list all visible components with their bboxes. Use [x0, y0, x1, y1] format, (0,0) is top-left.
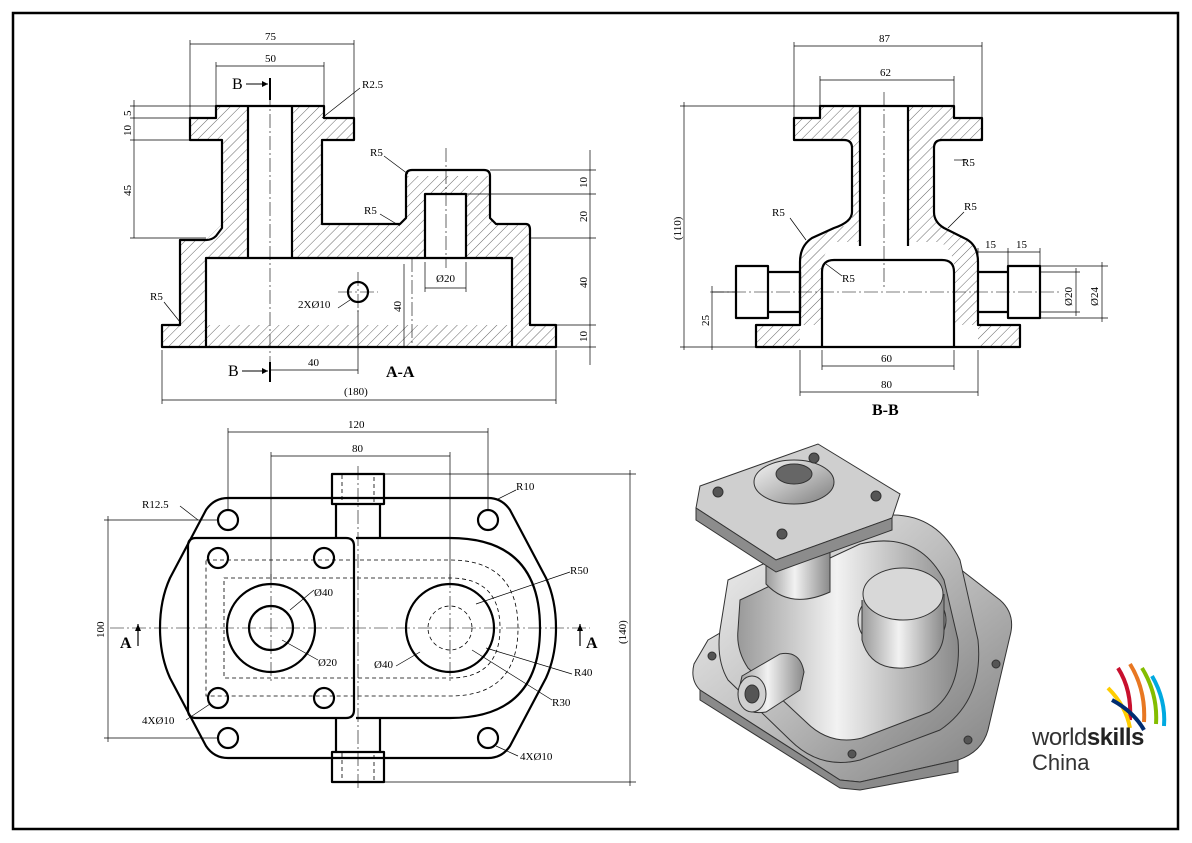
cut-label-a-right: A: [586, 635, 598, 652]
dim-r10: R10: [516, 481, 535, 493]
dim-100: 100: [95, 621, 107, 638]
cut-label-b-bottom: B: [228, 363, 239, 380]
dim-r30: R30: [552, 697, 571, 709]
section-bb-title: B-B: [872, 402, 899, 419]
dim-62: 62: [880, 67, 891, 79]
dim-r40: R40: [574, 667, 593, 679]
dim-dia24: Ø24: [1089, 287, 1101, 306]
dim-140: (140): [617, 620, 629, 644]
dim-40-horiz: 40: [308, 357, 320, 369]
worldskills-logo-mark: [1106, 662, 1167, 732]
dim-5: 5: [122, 110, 134, 116]
dim-10: 10: [122, 125, 134, 137]
dim-40-vert: 40: [392, 301, 404, 313]
logo-world-text: world: [1032, 724, 1087, 751]
dim-r2-5: R2.5: [362, 79, 384, 91]
dim-120: 120: [348, 419, 365, 431]
dim-dia40-a: Ø40: [314, 587, 333, 599]
dim-10-right-bot: 10: [578, 331, 590, 343]
dim-dia20-top: Ø20: [318, 657, 337, 669]
dim-15-b: 15: [1016, 239, 1028, 251]
logo-country: China: [1032, 750, 1090, 775]
dim-dia20: Ø20: [436, 273, 455, 285]
cut-label-b-top: B: [232, 76, 243, 93]
dim-r5-c: R5: [772, 207, 785, 219]
top-view: 120 80 R10 R12.5 100 Ø40 Ø20 R50 Ø40 R40…: [95, 419, 636, 790]
logo-skills-text: skills: [1086, 724, 1145, 751]
dim-holes-right: 4XØ10: [520, 751, 553, 763]
dim-45: 45: [122, 185, 134, 197]
dim-dia40-b: Ø40: [374, 659, 393, 671]
dim-holes-left: 4XØ10: [142, 715, 175, 727]
cut-label-a-left: A: [120, 635, 132, 652]
dim-r5-b: R5: [964, 201, 977, 213]
dim-15-a: 15: [985, 239, 997, 251]
dim-60: 60: [881, 353, 893, 365]
dim-r5-top: R5: [370, 147, 383, 159]
dim-r5-d: R5: [842, 273, 855, 285]
worldskills-logo: worldskills China: [1032, 658, 1172, 778]
dim-50: 50: [265, 53, 277, 65]
dim-40-right: 40: [578, 277, 590, 289]
dim-80: 80: [881, 379, 893, 391]
dim-r12-5: R12.5: [142, 499, 169, 511]
isometric-render: [692, 443, 1013, 791]
dim-75: 75: [265, 31, 277, 43]
dim-r5-mid: R5: [364, 205, 377, 217]
dim-20-right: 20: [578, 211, 590, 223]
section-bb-view: 87 62 (110) 25 R5 R5 R5 R5 15 15 Ø20 Ø24: [672, 33, 1108, 419]
dim-180: (180): [344, 386, 368, 398]
dim-110: (110): [672, 216, 684, 240]
section-aa-title: A-A: [386, 364, 415, 381]
dim-87: 87: [879, 33, 891, 45]
section-aa-view: 75 50 10 5 45 R2.5 R5 R5 R5 10 20 40 10: [122, 31, 596, 404]
dim-r50: R50: [570, 565, 589, 577]
logo-wordmark: worldskills: [1032, 724, 1144, 752]
dim-10-right-top: 10: [578, 177, 590, 189]
dim-r5-a: R5: [962, 157, 975, 169]
sheet-border: [11, 11, 1180, 831]
dim-80-top: 80: [352, 443, 364, 455]
dim-25: 25: [700, 315, 712, 327]
dim-dia20: Ø20: [1063, 287, 1075, 306]
dim-r5-left: R5: [150, 291, 163, 303]
dim-hole-2x: 2XØ10: [298, 299, 331, 311]
